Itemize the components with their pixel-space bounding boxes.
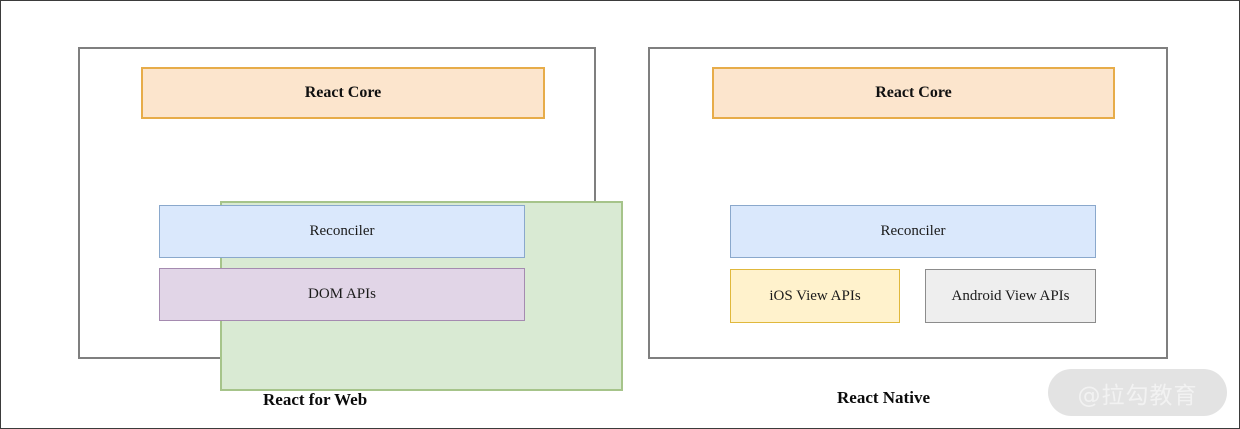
dom-apis-box: DOM APIs (159, 268, 525, 321)
react-core-box-web: React Core (141, 67, 545, 119)
caption-react-for-web: React for Web (263, 390, 368, 409)
watermark-badge: @拉勾教育 (1048, 369, 1227, 416)
caption-react-native: React Native (837, 388, 930, 407)
reconciler-box-web: Reconciler (159, 205, 525, 258)
react-core-box-native: React Core (712, 67, 1115, 119)
ios-view-apis-box: iOS View APIs (730, 269, 900, 323)
reconciler-box-native: Reconciler (730, 205, 1096, 258)
android-view-apis-box: Android View APIs (925, 269, 1096, 323)
